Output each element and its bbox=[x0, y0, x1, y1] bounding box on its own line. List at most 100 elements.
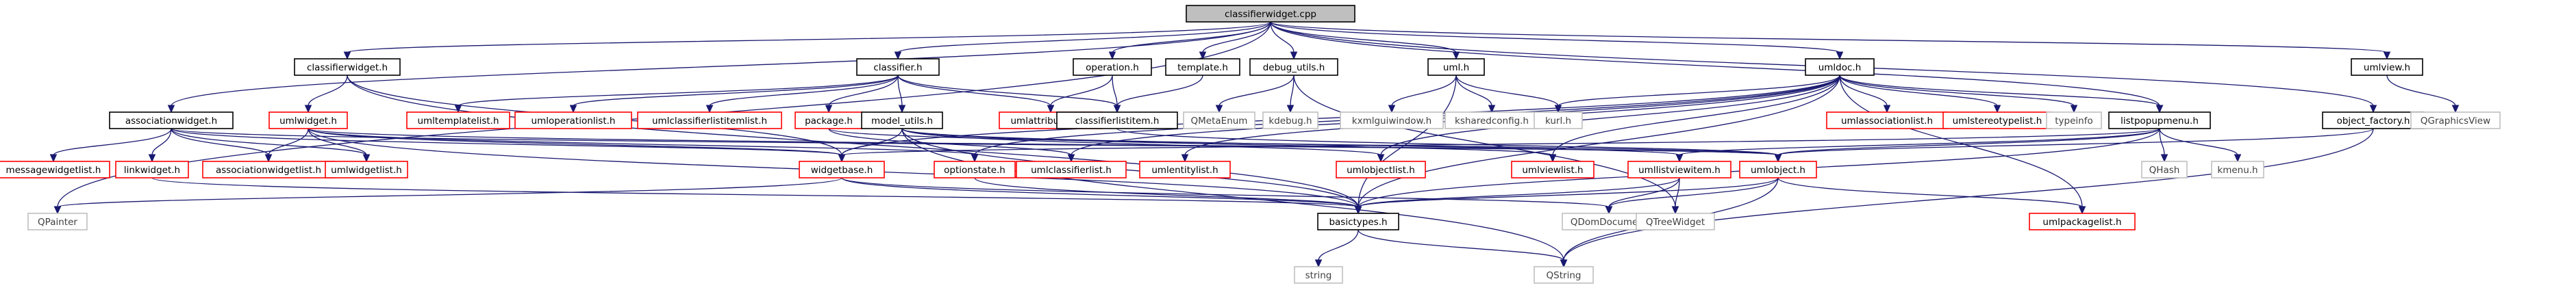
node-kxmlguiwindow-h[interactable]: kxmlguiwindow.h bbox=[1340, 111, 1444, 129]
node-label: associationwidgetlist.h bbox=[216, 165, 321, 176]
edge-root-to-classifier_h bbox=[894, 21, 1271, 60]
node-umlobjectlist-h[interactable]: umlobjectlist.h bbox=[1336, 161, 1426, 178]
node-box bbox=[1186, 5, 1355, 23]
edge-uml_h-to-kurl_h bbox=[1455, 75, 1562, 114]
node-umlentitylist-h[interactable]: umlentitylist.h bbox=[1139, 161, 1231, 178]
edge-package_h-to-umlclassifierlist_h bbox=[828, 128, 1075, 163]
edge-template_h-to-classifierlistitem_h bbox=[1113, 75, 1203, 114]
node-umlclassifierlist-h[interactable]: umlclassifierlist.h bbox=[1016, 161, 1127, 178]
node-box bbox=[2141, 161, 2188, 178]
node-label: linkwidget.h bbox=[124, 165, 180, 176]
node-box bbox=[1016, 161, 1127, 178]
node-umltemplatelist-h[interactable]: umltemplatelist.h bbox=[406, 111, 510, 129]
node-umlviewlist-h[interactable]: umlviewlist.h bbox=[1511, 161, 1595, 178]
edge-uml_h-to-ksharedconfig_h bbox=[1455, 75, 1496, 114]
node-QPainter[interactable]: QPainter bbox=[27, 213, 88, 230]
edge-umldoc_h-to-listpopupmenu_h bbox=[1839, 75, 2164, 114]
node-kurl-h[interactable]: kurl.h bbox=[1534, 111, 1583, 129]
node-box bbox=[1183, 111, 1255, 129]
node-box bbox=[294, 58, 401, 76]
node-label: QGraphicsView bbox=[2421, 116, 2490, 127]
node-box bbox=[1942, 111, 2052, 129]
node-umllistviewitem-h[interactable]: umllistviewitem.h bbox=[1627, 161, 1731, 178]
edge-classifier_h-to-umltemplatelist_h bbox=[454, 75, 899, 114]
node-classifierlistitem-h[interactable]: classifierlistitem.h bbox=[1056, 111, 1178, 129]
edge-root-to-template_h bbox=[1199, 21, 1271, 60]
node-QHash[interactable]: QHash bbox=[2141, 161, 2188, 178]
node-label: QTreeWidget bbox=[1646, 217, 1705, 228]
node-box bbox=[1073, 58, 1152, 76]
node-box bbox=[637, 111, 782, 129]
node-model-utils-h[interactable]: model_utils.h bbox=[861, 111, 943, 129]
node-typeinfo[interactable]: typeinfo bbox=[2046, 111, 2102, 129]
node-umloperationlist-h[interactable]: umloperationlist.h bbox=[514, 111, 632, 129]
node-QGraphicsView[interactable]: QGraphicsView bbox=[2410, 111, 2501, 129]
node-operation-h[interactable]: operation.h bbox=[1073, 58, 1152, 76]
node-label: classifierlistitem.h bbox=[1075, 116, 1160, 127]
node-ksharedconfig-h[interactable]: ksharedconfig.h bbox=[1445, 111, 1539, 129]
node-optionstate-h[interactable]: optionstate.h bbox=[934, 161, 1016, 178]
node-object-factory-h[interactable]: object_factory.h bbox=[2322, 111, 2425, 129]
edge-associationwidget_h-to-widgetbase_h bbox=[171, 128, 846, 163]
edge-model_utils_h-to-umlobjectlist_h bbox=[901, 128, 1385, 163]
node-box bbox=[2410, 111, 2501, 129]
edge-root-to-umldoc_h bbox=[1270, 21, 1844, 60]
node-umlwidgetlist-h[interactable]: umlwidgetlist.h bbox=[325, 161, 408, 178]
node-QMetaEnum[interactable]: QMetaEnum bbox=[1183, 111, 1255, 129]
node-umlview-h[interactable]: umlview.h bbox=[2351, 58, 2423, 76]
node-box bbox=[325, 161, 408, 178]
node-basictypes-h[interactable]: basictypes.h bbox=[1317, 213, 1399, 230]
edge-classifier_h-to-umlattributelist_h bbox=[897, 75, 1055, 114]
edge-associationwidget_h-to-linkwidget_h bbox=[148, 128, 172, 163]
node-label: object_factory.h bbox=[2337, 116, 2410, 127]
edge-root-to-operation_h bbox=[1108, 21, 1271, 60]
node-umlwidget-h[interactable]: umlwidget.h bbox=[268, 111, 348, 129]
node-box bbox=[1336, 161, 1426, 178]
node-kmenu-h[interactable]: kmenu.h bbox=[2211, 161, 2264, 178]
node-umlstereotypelist-h[interactable]: umlstereotypelist.h bbox=[1942, 111, 2052, 129]
node-classifier-h[interactable]: classifier.h bbox=[856, 58, 940, 76]
edge-basictypes_h-to-QString bbox=[1358, 229, 1568, 268]
node-uml-h[interactable]: uml.h bbox=[1427, 58, 1485, 76]
node-label: umlobject.h bbox=[1751, 165, 1805, 176]
node-box bbox=[2046, 111, 2102, 129]
node-box bbox=[1249, 58, 1338, 76]
edge-umldoc_h-to-typeinfo bbox=[1839, 75, 2078, 114]
node-package-h[interactable]: package.h bbox=[795, 111, 863, 129]
node-umlobject-h[interactable]: umlobject.h bbox=[1739, 161, 1817, 178]
node-label: umlviewlist.h bbox=[1522, 165, 1583, 176]
node-associationwidgetlist-h[interactable]: associationwidgetlist.h bbox=[202, 161, 335, 178]
edge-umllistviewitem_h-to-QTreeWidget bbox=[1671, 177, 1680, 215]
node-classifierwidget-h[interactable]: classifierwidget.h bbox=[294, 58, 401, 76]
node-linkwidget-h[interactable]: linkwidget.h bbox=[115, 161, 189, 178]
edge-classifier_h-to-umloperationlist_h bbox=[569, 75, 899, 114]
node-string[interactable]: string bbox=[1294, 266, 1343, 284]
node-box bbox=[856, 58, 940, 76]
node-label: string bbox=[1305, 270, 1332, 281]
node-root[interactable]: classifierwidget.cpp bbox=[1186, 5, 1355, 23]
node-QTreeWidget[interactable]: QTreeWidget bbox=[1636, 213, 1715, 230]
node-umlassociationlist-h[interactable]: umlassociationlist.h bbox=[1826, 111, 1948, 129]
node-box bbox=[1427, 58, 1485, 76]
node-kdebug-h[interactable]: kdebug.h bbox=[1262, 111, 1318, 129]
node-label: template.h bbox=[1177, 62, 1228, 73]
node-label: umlclassifierlist.h bbox=[1031, 165, 1112, 176]
node-label: operation.h bbox=[1086, 62, 1139, 73]
node-label: optionstate.h bbox=[944, 165, 1005, 176]
node-umlpackagelist-h[interactable]: umlpackagelist.h bbox=[2029, 213, 2136, 230]
node-label: umlobjectlist.h bbox=[1347, 165, 1415, 176]
node-box bbox=[115, 161, 189, 178]
node-debug-utils-h[interactable]: debug_utils.h bbox=[1249, 58, 1338, 76]
node-widgetbase-h[interactable]: widgetbase.h bbox=[799, 161, 885, 178]
node-listpopupmenu-h[interactable]: listpopupmenu.h bbox=[2108, 111, 2211, 129]
edge-umlview_h-to-QGraphicsView bbox=[2386, 75, 2460, 114]
node-box bbox=[1139, 161, 1231, 178]
node-messagewidgetlist-h[interactable]: messagewidgetlist.h bbox=[0, 161, 110, 178]
node-box bbox=[109, 111, 234, 129]
node-QString[interactable]: QString bbox=[1534, 266, 1594, 284]
node-associationwidget-h[interactable]: associationwidget.h bbox=[109, 111, 234, 129]
node-umlclassifierlistitemlist-h[interactable]: umlclassifierlistitemlist.h bbox=[637, 111, 782, 129]
node-umldoc-h[interactable]: umldoc.h bbox=[1805, 58, 1875, 76]
node-template-h[interactable]: template.h bbox=[1165, 58, 1240, 76]
